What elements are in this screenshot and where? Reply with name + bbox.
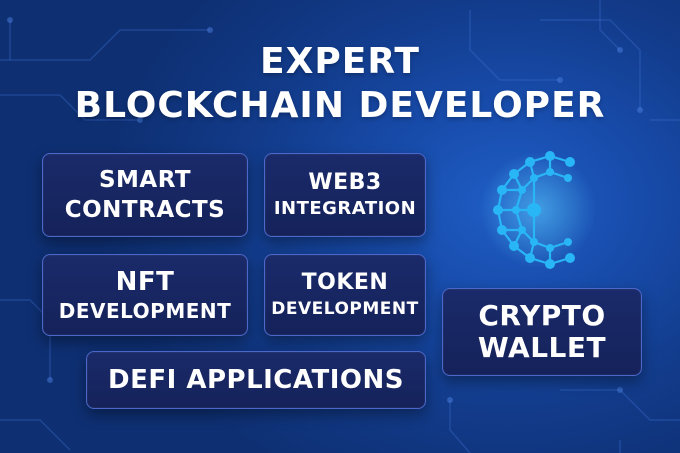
crypto-wallet-card: CRYPTO WALLET [442,288,642,376]
blockchain-c-logo-icon [480,151,596,269]
token-development-line-2: DEVELOPMENT [271,299,419,319]
web3-integration-line-1: WEB3 [308,170,382,195]
crypto-wallet-line-2: WALLET [477,331,607,364]
smart-contracts-card: SMART CONTRACTS [42,153,248,237]
nft-development-line-1: NFT [115,267,175,297]
token-development-card: TOKEN DEVELOPMENT [264,254,426,336]
smart-contracts-line-1: SMART [98,167,192,193]
smart-contracts-line-2: CONTRACTS [64,197,226,223]
nft-development-line-2: DEVELOPMENT [58,299,232,323]
token-development-line-1: TOKEN [301,270,389,295]
web3-integration-card: WEB3 INTEGRATION [264,153,426,237]
nft-development-card: NFT DEVELOPMENT [42,254,248,336]
page-title-line-1: EXPERT [260,41,420,82]
defi-applications-label: DEFI APPLICATIONS [108,365,404,395]
page-title-line-2: BLOCKCHAIN DEVELOPER [74,85,606,126]
defi-applications-card: DEFI APPLICATIONS [86,351,426,409]
crypto-wallet-line-1: CRYPTO [478,299,606,332]
web3-integration-line-2: INTEGRATION [273,198,417,219]
